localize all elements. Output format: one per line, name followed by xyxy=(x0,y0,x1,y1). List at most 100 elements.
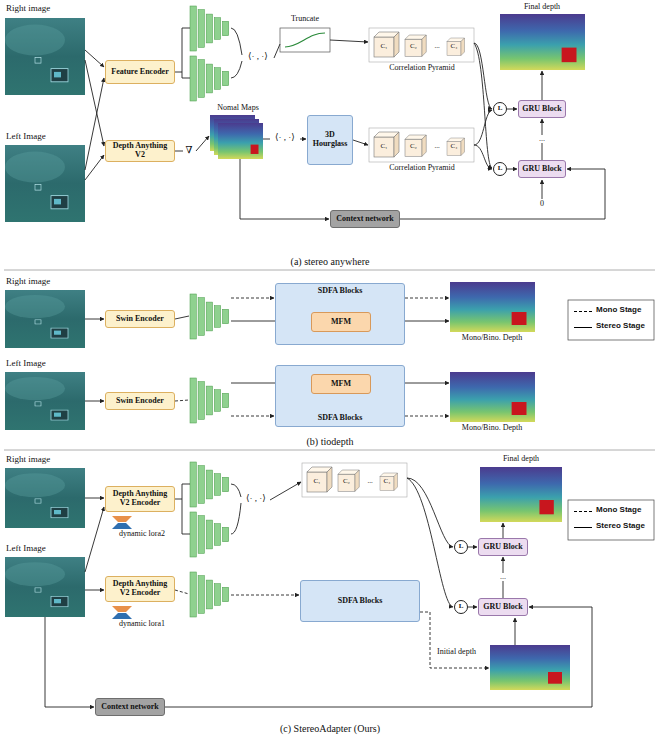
encoder-box: Swin Encoder xyxy=(105,392,175,410)
connector xyxy=(400,169,605,219)
legend-text: Mono Stage xyxy=(596,506,641,515)
module-label: Truncate xyxy=(290,15,320,24)
lora-icon xyxy=(112,606,132,619)
panel-caption: (a) stereo anywhere xyxy=(290,256,371,267)
node-text: Swin Encoder xyxy=(116,315,164,324)
gru-box: GRU Block xyxy=(518,100,566,118)
ellipsis: ... xyxy=(366,478,373,486)
context-box: Context network xyxy=(95,698,165,716)
module-box: 3D Hourglass xyxy=(307,115,353,165)
truncate-box xyxy=(280,28,330,52)
feature-pyramid xyxy=(190,512,229,557)
flow-line xyxy=(175,484,190,534)
feature-pyramid xyxy=(190,572,229,617)
sigmoid-curve xyxy=(285,33,325,47)
flow-line xyxy=(231,298,274,299)
module-box: SDFA Blocks xyxy=(300,580,420,622)
node-text: L xyxy=(459,603,464,611)
node-text: L xyxy=(459,543,464,551)
flow-line xyxy=(175,151,183,152)
lookup-circle: L xyxy=(454,600,468,614)
edge-label: ... xyxy=(538,135,546,144)
flow-line xyxy=(405,416,449,417)
node-text: L xyxy=(498,105,503,113)
cube-label: C₁ xyxy=(379,143,388,151)
legend-sample xyxy=(574,527,592,528)
flow-line xyxy=(300,139,306,140)
flow-line xyxy=(515,618,516,645)
node-text: GRU Block xyxy=(483,543,522,552)
encoder-box: Depth Anything V2 xyxy=(105,140,175,162)
cube-label: C₄ xyxy=(382,478,391,486)
fusion-box: MFM xyxy=(311,374,371,394)
cube-label: C₁ xyxy=(379,43,388,51)
legend-box xyxy=(568,500,654,540)
cube-label: C₄ xyxy=(449,143,458,151)
operator-symbol: ⟨· , ·⟩ xyxy=(247,52,269,62)
input-image xyxy=(5,372,85,430)
legend-text: Mono Stage xyxy=(596,306,641,315)
cube-label: C₂ xyxy=(342,478,351,486)
module-label: Correlation Pyramid xyxy=(388,64,456,73)
flow-line xyxy=(85,319,104,320)
encoder-box: Depth Anything V2 Encoder xyxy=(105,576,175,602)
node-text: GRU Block xyxy=(522,165,561,174)
node-text: GRU Block xyxy=(483,603,522,612)
flow-line xyxy=(196,136,209,151)
flow-line xyxy=(420,612,489,668)
edge-label: ... xyxy=(499,573,507,582)
panel-divider xyxy=(4,450,655,451)
flow-line xyxy=(270,482,301,500)
image-label: Left Image xyxy=(5,359,47,369)
feature-pyramid xyxy=(190,294,229,339)
feature-pyramid xyxy=(190,378,229,423)
node-text: SDFA Blocks xyxy=(318,287,363,296)
flow-line xyxy=(175,590,189,594)
depth-map xyxy=(450,372,535,422)
flow-line xyxy=(474,110,492,145)
node-text: MFM xyxy=(331,318,351,327)
flow-line xyxy=(85,507,104,572)
cube-label: C₁ xyxy=(312,478,321,486)
init-value: 0 xyxy=(539,200,545,209)
flow-line xyxy=(231,416,274,417)
lookup-circle: L xyxy=(454,540,468,554)
node-text: MFM xyxy=(331,380,351,389)
operator-symbol: ∇ xyxy=(185,144,194,155)
feature-pyramid xyxy=(190,56,229,101)
encoder-box: Swin Encoder xyxy=(105,310,175,328)
depth-map xyxy=(490,645,570,690)
node-text: SDFA Blocks xyxy=(338,597,383,606)
lookup-circle: L xyxy=(493,162,507,176)
flow-line xyxy=(175,28,190,78)
image-label: Right image xyxy=(5,277,51,287)
feature-pyramid xyxy=(190,462,229,507)
gru-box: GRU Block xyxy=(478,538,528,556)
module-box: SDFA BlocksMFM xyxy=(275,283,405,345)
flow-line xyxy=(474,43,492,109)
flow-line xyxy=(474,145,492,169)
flow-line xyxy=(274,44,280,58)
fusion-box: MFM xyxy=(311,312,371,332)
flow-line xyxy=(85,155,104,180)
flow-line xyxy=(405,298,449,299)
node-text: Depth Anything V2 Encoder xyxy=(109,580,171,598)
flow-line xyxy=(85,60,104,146)
input-image xyxy=(5,468,85,528)
node-text: Feature Encoder xyxy=(111,68,168,77)
flow-line xyxy=(231,28,242,78)
encoder-box: Depth Anything V2 Encoder xyxy=(105,486,175,512)
legend-box xyxy=(568,300,654,340)
flow-line xyxy=(330,40,368,42)
module-label: Correlation Pyramid xyxy=(388,164,456,173)
depth-map xyxy=(500,14,585,70)
feature-pyramid xyxy=(190,6,229,51)
operator-symbol: ⟨· , ·⟩ xyxy=(274,133,296,143)
flow-line xyxy=(353,140,368,145)
output-label: Initial depth xyxy=(436,648,477,657)
connector xyxy=(468,607,477,608)
image-label: Right image xyxy=(5,4,51,14)
flow-line xyxy=(175,316,189,319)
panel-caption: (c) StereoAdapter (Ours) xyxy=(279,723,381,734)
